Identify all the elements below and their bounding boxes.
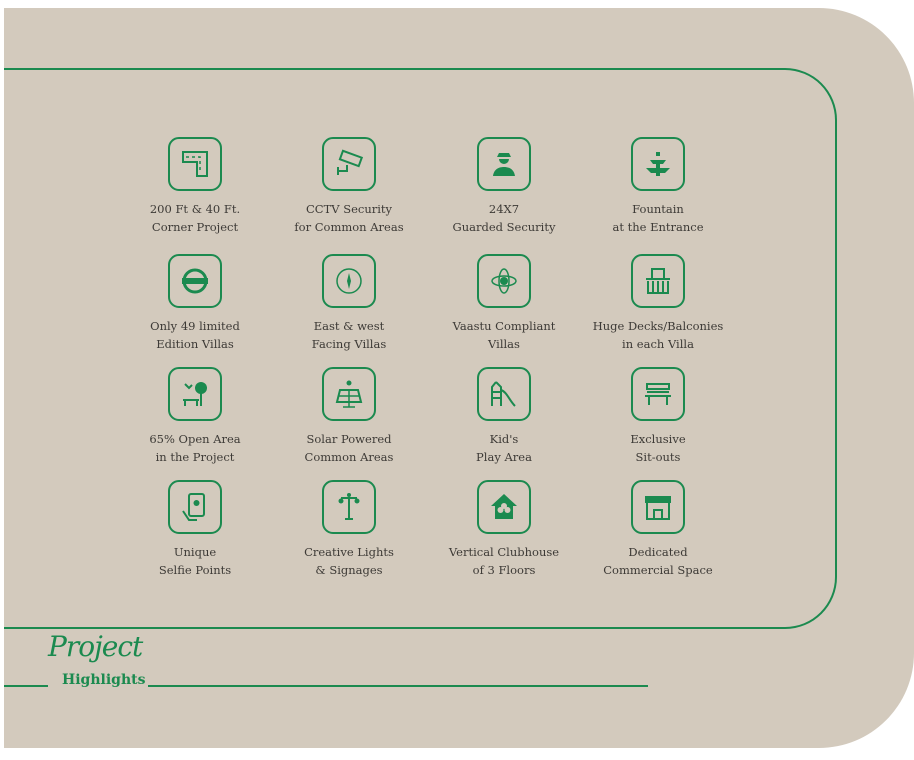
feature-label-line: Fountain [632, 202, 684, 216]
feature-label-line: Commercial Space [603, 562, 713, 577]
feature-tile: 65% Open Area in the Project [118, 367, 272, 466]
feature-label: Fountain at the Entrance [581, 201, 735, 236]
playground-slide-icon [477, 367, 531, 421]
solar-panel-icon [322, 367, 376, 421]
fountain-icon [631, 137, 685, 191]
divider-line-left [4, 685, 48, 687]
feature-label-line: 65% Open Area [149, 432, 241, 446]
feature-label: 200 Ft & 40 Ft. Corner Project [118, 201, 272, 236]
feature-label-line: in the Project [155, 449, 235, 464]
feature-tile: Vertical Clubhouse of 3 Floors [427, 480, 581, 579]
green-frame-border [4, 68, 837, 629]
feature-tile: CCTV Security for Common Areas [272, 137, 426, 236]
feature-label-line: Vaastu Compliant [452, 319, 556, 333]
feature-label: Creative Lights & Signages [272, 544, 426, 579]
feature-label-line: CCTV Security [305, 202, 393, 216]
corner-road-icon [168, 137, 222, 191]
feature-label-line: Unique [173, 545, 217, 559]
feature-label-line: & Signages [315, 562, 383, 577]
feature-label-line: Exclusive [630, 432, 686, 446]
feature-tile: Creative Lights & Signages [272, 480, 426, 579]
feature-label-line: Play Area [476, 449, 532, 464]
balcony-icon [631, 254, 685, 308]
feature-label-line: Corner Project [151, 219, 239, 234]
highlights-panel [4, 8, 914, 748]
street-lamp-icon [322, 480, 376, 534]
feature-label-line: at the Entrance [612, 219, 704, 234]
vaastu-icon [477, 254, 531, 308]
security-guard-icon [477, 137, 531, 191]
selfie-phone-icon [168, 480, 222, 534]
feature-label-line: Vertical Clubhouse [448, 545, 560, 559]
feature-label-line: Kid's [489, 432, 519, 446]
feature-tile: Fountain at the Entrance [581, 137, 735, 236]
feature-label-line: Only 49 limited [150, 319, 240, 333]
clubhouse-icon [477, 480, 531, 534]
feature-label-line: Villas [488, 336, 520, 351]
feature-label-line: Guarded Security [452, 219, 556, 234]
feature-label: Huge Decks/Balconies in each Villa [581, 318, 735, 353]
bench-icon [631, 367, 685, 421]
feature-label-line: Huge Decks/Balconies [592, 319, 724, 333]
park-tree-icon [168, 367, 222, 421]
limited-edition-badge-icon [168, 254, 222, 308]
feature-label-line: Edition Villas [156, 336, 234, 351]
feature-label-line: Facing Villas [311, 336, 387, 351]
divider-line-right [148, 685, 648, 687]
feature-label: CCTV Security for Common Areas [272, 201, 426, 236]
feature-label-line: East & west [313, 319, 385, 333]
feature-label-line: in each Villa [622, 336, 694, 351]
feature-label-line: Common Areas [304, 449, 394, 464]
feature-label-line: of 3 Floors [472, 562, 536, 577]
feature-label-line: 24X7 [488, 202, 520, 216]
feature-label-line: Dedicated [628, 545, 688, 559]
feature-label-line: Sit-outs [635, 449, 681, 464]
shop-storefront-icon [631, 480, 685, 534]
feature-label: Vertical Clubhouse of 3 Floors [427, 544, 581, 579]
cctv-camera-icon [322, 137, 376, 191]
feature-tile: 200 Ft & 40 Ft. Corner Project [118, 137, 272, 236]
feature-label-line: Selfie Points [158, 562, 232, 577]
feature-label-line: Solar Powered [306, 432, 392, 446]
title-main: Highlights [62, 672, 146, 688]
feature-label-line: 200 Ft & 40 Ft. [149, 202, 241, 216]
compass-icon [322, 254, 376, 308]
feature-label-line: Creative Lights [304, 545, 394, 559]
title-script: Project [48, 630, 143, 663]
feature-tile: Huge Decks/Balconies in each Villa [581, 254, 735, 353]
feature-label: 65% Open Area in the Project [118, 431, 272, 466]
feature-label-line: for Common Areas [294, 219, 404, 234]
